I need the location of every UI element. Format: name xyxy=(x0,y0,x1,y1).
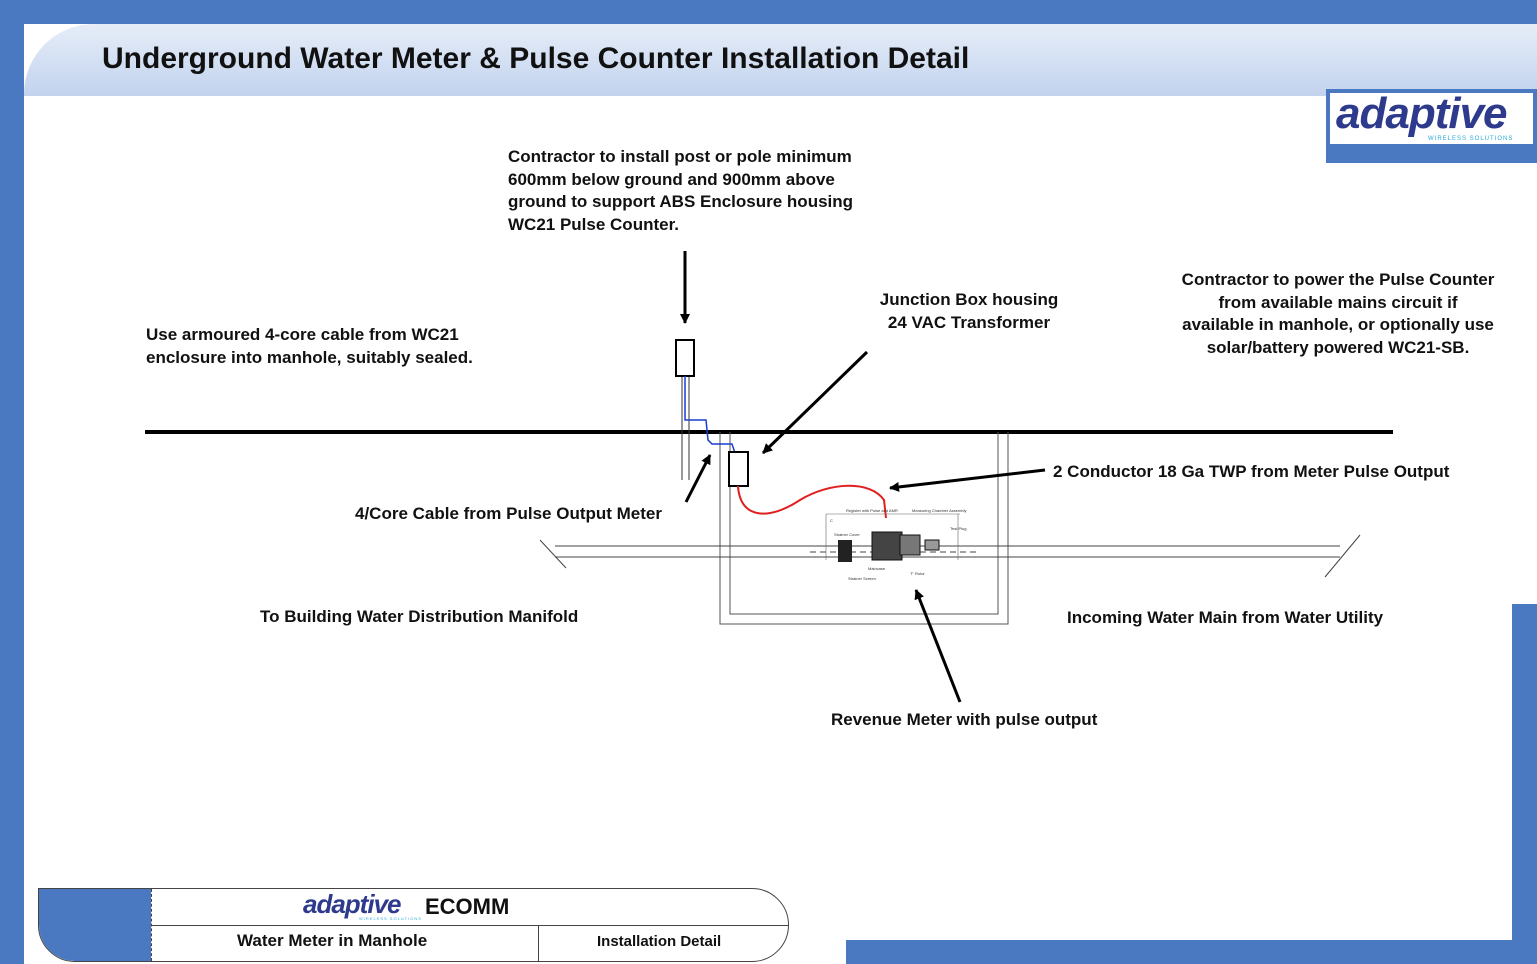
title-block-accent xyxy=(39,889,151,961)
manhole-chamber xyxy=(719,432,1009,625)
four-core-cable xyxy=(684,376,736,454)
arrow-junction-box xyxy=(761,350,869,455)
frame-bottom-bar xyxy=(846,940,1537,964)
logo: adaptive WIRELESS SOLUTIONS xyxy=(1326,89,1537,163)
water-pipe xyxy=(539,534,1361,578)
note-armoured-cable: Use armoured 4-core cable from WC21 encl… xyxy=(146,325,473,367)
support-pole xyxy=(681,376,690,480)
twp-cable xyxy=(737,484,887,519)
frame-left-bar xyxy=(0,0,24,964)
title-block-company: ECOMM xyxy=(425,894,510,919)
title-block: adaptive WIRELESS SOLUTIONS ECOMM Water … xyxy=(38,888,789,962)
note-revenue-meter: Revenue Meter with pulse output xyxy=(831,710,1098,729)
frame-top-bar xyxy=(0,0,1537,24)
title-block-logo: adaptive xyxy=(303,889,401,919)
meter-label-test-plug: Test Plug xyxy=(950,526,966,531)
arrow-core-cable xyxy=(684,454,712,503)
meter-label-strainer-cover: Strainer Cover xyxy=(834,532,860,537)
junction-box xyxy=(728,451,749,487)
arrow-revenue-meter xyxy=(914,589,962,703)
title-band: Underground Water Meter & Pulse Counter … xyxy=(24,24,1537,96)
revenue-meter-drawing: Register with Pulse and AMR Measuring Ch… xyxy=(825,508,966,581)
meter-label-strainer-screen: Strainer Screen xyxy=(848,576,876,581)
meter-label-maincase: Maincase xyxy=(868,566,886,571)
note-twp-cable: 2 Conductor 18 Ga TWP from Meter Pulse O… xyxy=(1053,462,1450,481)
note-junction-box: Junction Box housing 24 VAC Transformer xyxy=(879,290,1059,332)
title-block-drawing-type: Installation Detail xyxy=(597,933,722,950)
arrow-twp xyxy=(889,468,1046,492)
meter-label-register: Register with Pulse and AMR xyxy=(846,508,898,513)
frame-right-bar xyxy=(1512,604,1537,964)
meter-label-rotor: T" Rotor xyxy=(910,571,925,576)
logo-tagline: WIRELESS SOLUTIONS xyxy=(1428,136,1514,142)
note-core-cable: 4/Core Cable from Pulse Output Meter xyxy=(355,504,662,523)
note-power: Contractor to power the Pulse Counter fr… xyxy=(1181,270,1495,357)
note-to-building: To Building Water Distribution Manifold xyxy=(260,607,579,626)
note-incoming-main: Incoming Water Main from Water Utility xyxy=(1067,608,1384,627)
logo-wordmark: adaptive xyxy=(1336,89,1508,138)
page-title: Underground Water Meter & Pulse Counter … xyxy=(102,42,970,75)
meter-label-chamber: Measuring Chamber Assembly xyxy=(912,508,966,513)
wc21-enclosure xyxy=(675,339,695,377)
note-post-install: Contractor to install post or pole minim… xyxy=(508,147,854,234)
title-block-drawing-name: Water Meter in Manhole xyxy=(237,931,428,950)
meter-label-c: C xyxy=(830,518,833,523)
title-block-logo-tagline: WIRELESS SOLUTIONS xyxy=(359,916,422,921)
